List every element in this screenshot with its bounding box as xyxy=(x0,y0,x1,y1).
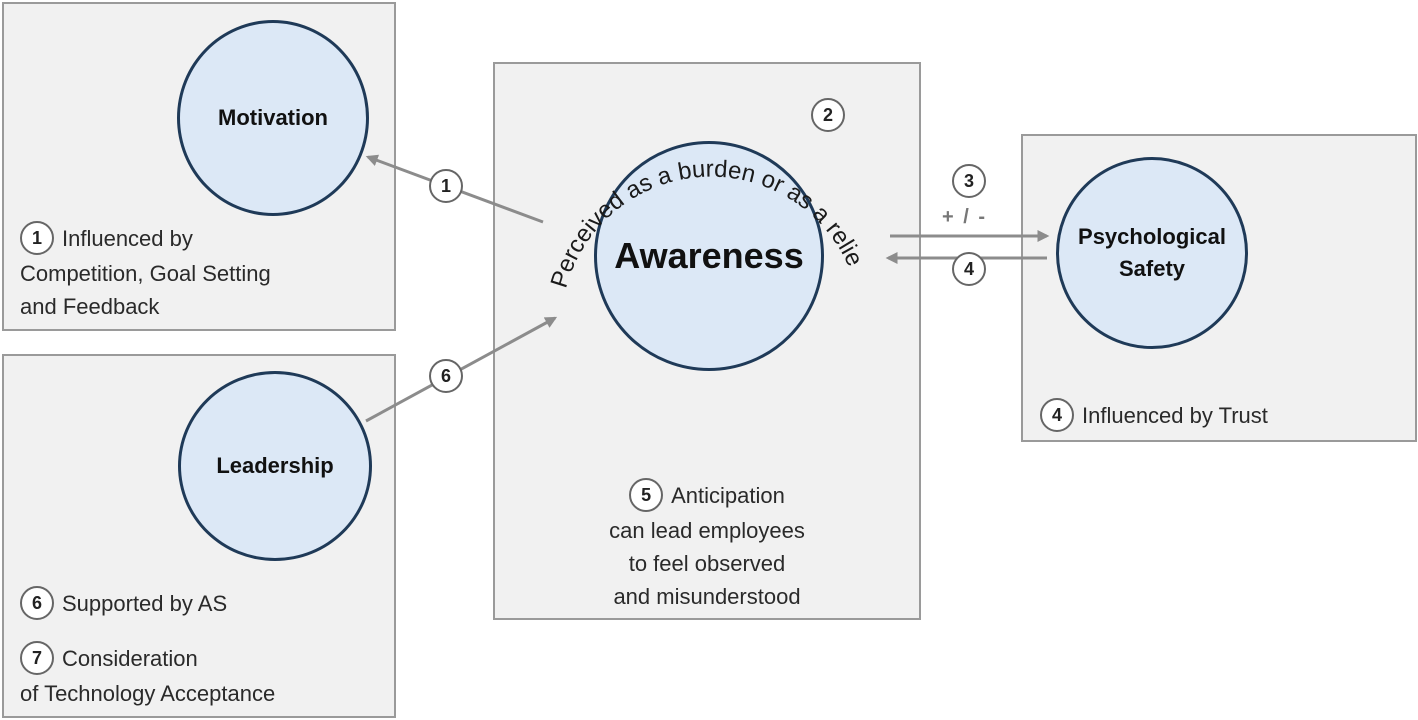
leadership-concept: Leadership xyxy=(178,371,372,561)
badge-4-note: 4 xyxy=(1040,398,1074,433)
awareness-note-text: Anticipation xyxy=(671,483,785,508)
badge-number: 5 xyxy=(641,484,652,505)
leadership-note-supported: 6 Supported by AS xyxy=(20,586,228,622)
awareness-concept: Awareness xyxy=(594,141,824,371)
leadership-label: Leadership xyxy=(216,453,334,478)
badge-number: 7 xyxy=(31,647,42,668)
badge-number: 1 xyxy=(31,227,42,248)
badge-6-arrow: 6 xyxy=(429,359,463,393)
motivation-label: Motivation xyxy=(218,105,328,130)
psychological-safety-label-line1: Psychological xyxy=(1078,224,1226,249)
awareness-note-line4: and misunderstood xyxy=(613,584,801,610)
awareness-note: 5 Anticipation can lead employees to feel… xyxy=(560,478,854,613)
awareness-note-line3: to feel observed xyxy=(628,551,786,577)
leadership-consideration-line2: of Technology Acceptance xyxy=(20,681,276,707)
motivation-note-text: Influenced by xyxy=(62,226,193,251)
badge-number: 6 xyxy=(31,592,42,613)
awareness-note-line1: 5 Anticipation xyxy=(560,478,854,514)
safety-note: 4 Influenced by Trust xyxy=(1040,398,1268,434)
badge-7-note: 7 xyxy=(20,641,54,676)
psychological-safety-label-line2: Safety xyxy=(1118,256,1186,281)
badge-number: 1 xyxy=(440,175,451,196)
badge-number: 4 xyxy=(963,258,974,279)
leadership-note-consideration: 7 Consideration of Technology Acceptance xyxy=(20,641,276,710)
motivation-note-line2: Competition, Goal Setting xyxy=(20,261,271,287)
awareness-note-line2: can lead employees xyxy=(609,518,805,544)
badge-2-arc: 2 xyxy=(811,98,845,132)
badge-number: 3 xyxy=(963,170,974,191)
badge-3-relation: 3 xyxy=(952,164,986,198)
motivation-note-line1: 1 Influenced by xyxy=(20,221,271,257)
awareness-label: Awareness xyxy=(614,235,804,276)
motivation-concept: Motivation xyxy=(177,20,369,216)
badge-number: 6 xyxy=(440,365,451,386)
badge-1-note: 1 xyxy=(20,221,54,256)
badge-4-relation: 4 xyxy=(952,252,986,286)
psychological-safety-concept: Psychological Safety xyxy=(1056,157,1248,349)
safety-trust-text: Influenced by Trust xyxy=(1082,403,1268,428)
badge-6-note: 6 xyxy=(20,586,54,621)
badge-1-arrow: 1 xyxy=(429,169,463,203)
leadership-consideration-line1: 7 Consideration xyxy=(20,641,275,677)
motivation-note: 1 Influenced by Competition, Goal Setting… xyxy=(20,221,271,323)
badge-5-note: 5 xyxy=(629,478,664,513)
badge-number: 2 xyxy=(822,104,833,125)
motivation-note-line3: and Feedback xyxy=(20,294,160,320)
leadership-supported-text: Supported by AS xyxy=(62,591,228,616)
badge-number: 4 xyxy=(1051,404,1062,425)
leadership-consideration-text: Consideration xyxy=(62,646,198,671)
relation-sign: + / - xyxy=(942,206,988,228)
